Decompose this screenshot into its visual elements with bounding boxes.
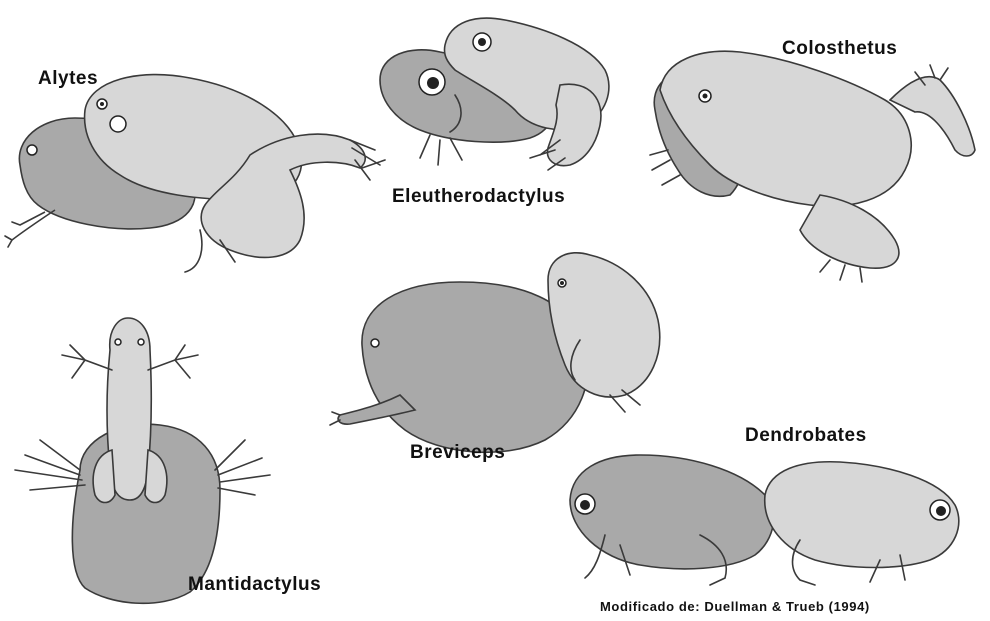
dendrobates-illustration bbox=[570, 455, 959, 585]
alytes-illustration bbox=[5, 75, 385, 272]
credit-text: Modificado de: Duellman & Trueb (1994) bbox=[600, 599, 870, 614]
mantidactylus-illustration bbox=[15, 318, 270, 603]
label-alytes: Alytes bbox=[38, 68, 98, 90]
label-dendrobates: Dendrobates bbox=[745, 425, 867, 447]
colosthetus-illustration bbox=[650, 51, 975, 282]
breviceps-illustration bbox=[330, 253, 660, 453]
label-colosthetus: Colosthetus bbox=[782, 38, 897, 60]
label-breviceps: Breviceps bbox=[410, 442, 505, 464]
eleutherodactylus-illustration bbox=[380, 18, 609, 170]
label-mantidactylus: Mantidactylus bbox=[188, 574, 321, 596]
label-eleutherodactylus: Eleutherodactylus bbox=[392, 186, 565, 208]
